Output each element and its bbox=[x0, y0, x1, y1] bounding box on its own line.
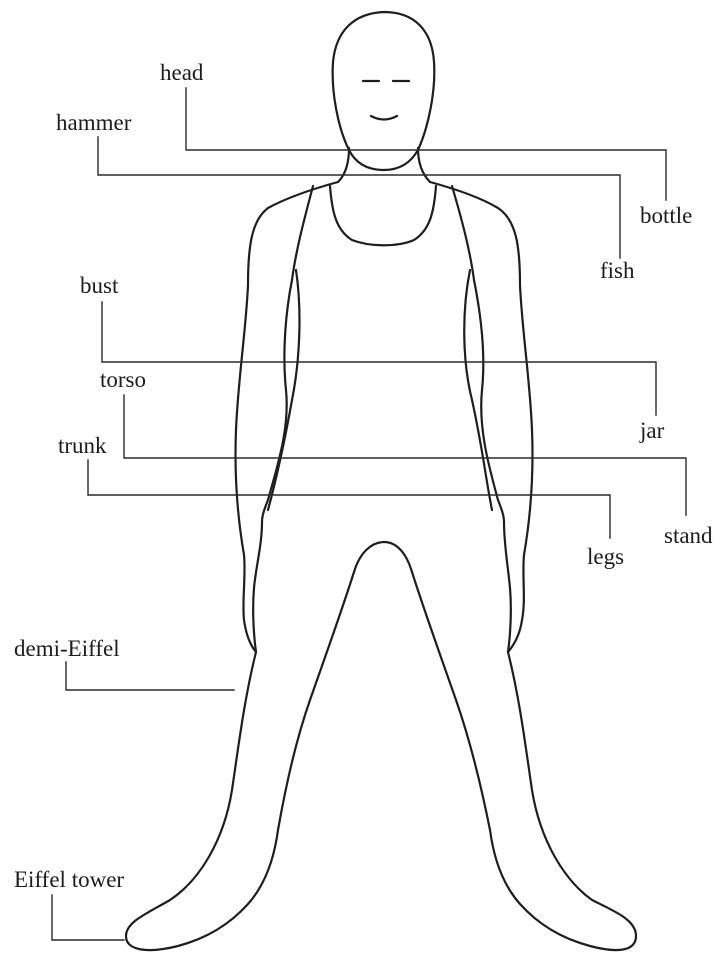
shirt-right-armhole bbox=[452, 186, 474, 280]
label-eiffel-tower: Eiffel tower bbox=[14, 867, 124, 892]
neck-left bbox=[338, 148, 349, 182]
leader-lines bbox=[52, 88, 686, 940]
right-hand-inner bbox=[504, 522, 511, 652]
label-trunk: trunk bbox=[58, 433, 107, 458]
label-stand: stand bbox=[664, 523, 713, 548]
leader-demi-eiffel bbox=[66, 662, 234, 690]
neck-right bbox=[418, 148, 430, 182]
human-figure bbox=[126, 12, 636, 950]
leader-hammer-fish bbox=[98, 137, 620, 258]
labels: head hammer bottle fish bust torso jar t… bbox=[14, 60, 713, 892]
left-arm-inner bbox=[262, 280, 292, 522]
label-torso: torso bbox=[100, 367, 146, 392]
label-legs: legs bbox=[587, 544, 624, 569]
label-jar: jar bbox=[639, 418, 665, 443]
crotch bbox=[354, 542, 412, 572]
label-demi-eiffel: demi-Eiffel bbox=[14, 636, 120, 661]
shirt-left-armhole bbox=[292, 186, 313, 280]
label-fish: fish bbox=[600, 258, 635, 283]
head-outline bbox=[333, 12, 435, 170]
leader-eiffel-tower bbox=[52, 895, 124, 940]
label-head: head bbox=[160, 60, 204, 85]
leader-head-bottle bbox=[186, 88, 666, 200]
label-hammer: hammer bbox=[56, 110, 132, 135]
leader-torso-stand bbox=[124, 395, 686, 515]
mouth bbox=[371, 116, 397, 120]
right-arm-inner bbox=[474, 280, 504, 522]
label-bottle: bottle bbox=[640, 203, 692, 228]
left-leg-outer bbox=[126, 572, 354, 950]
left-hand-inner bbox=[253, 522, 262, 652]
leader-bust-jar bbox=[102, 302, 656, 415]
torso-left-side bbox=[268, 270, 299, 510]
shirt-neckline bbox=[330, 186, 436, 245]
right-leg-outer bbox=[412, 572, 636, 950]
label-bust: bust bbox=[80, 273, 119, 298]
